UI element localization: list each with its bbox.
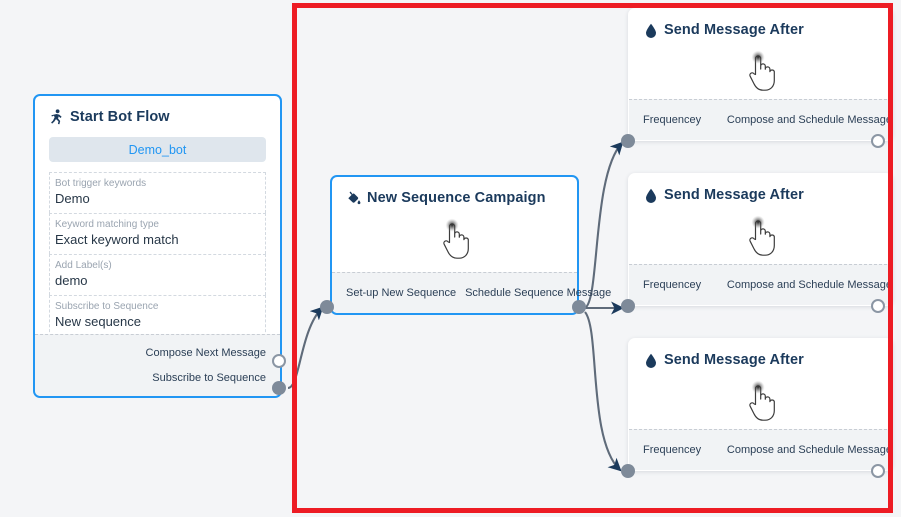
hand-cursor-icon — [748, 380, 775, 421]
hand-cursor-icon — [748, 50, 775, 91]
field-add-labels[interactable]: Add Label(s) demo — [49, 254, 266, 295]
running-person-icon — [49, 109, 64, 125]
field-value: Exact keyword match — [55, 232, 179, 247]
port-label-frequencey: Frequencey — [643, 443, 702, 456]
node-send-message-after-2[interactable]: Send Message After Frequencey Compose an… — [628, 173, 893, 306]
edge-schedule-to-send-3 — [584, 311, 622, 472]
port-label-frequencey: Frequencey — [643, 113, 702, 126]
field-label: Keyword matching type — [55, 219, 159, 230]
output-row-subscribe-to-sequence: Subscribe to Sequence — [35, 366, 280, 391]
node-send-message-after-1[interactable]: Send Message After Frequencey Compose an… — [628, 8, 893, 141]
port-in-frequencey-3[interactable] — [621, 464, 635, 478]
port-out-subscribe-to-sequence[interactable] — [272, 381, 286, 395]
field-label: Add Label(s) — [55, 260, 112, 271]
field-label: Bot trigger keywords — [55, 178, 147, 189]
node-start-bot-flow[interactable]: Start Bot Flow Demo_bot Bot trigger keyw… — [33, 94, 282, 398]
port-out-compose-and-schedule-message-1[interactable] — [871, 134, 885, 148]
field-keyword-matching-type[interactable]: Keyword matching type Exact keyword matc… — [49, 213, 266, 254]
field-value: demo — [55, 273, 88, 288]
node-body — [629, 368, 892, 434]
port-label-frequencey: Frequencey — [643, 278, 702, 291]
hand-cursor-icon — [748, 215, 775, 256]
node-header: New Sequence Campaign — [332, 177, 577, 206]
node-title: Start Bot Flow — [70, 109, 170, 125]
port-label-compose-and-schedule-message: Compose and Schedule Message — [726, 113, 892, 126]
node-body — [629, 203, 892, 269]
bot-chip[interactable]: Demo_bot — [49, 137, 266, 162]
node-title: Send Message After — [664, 352, 804, 368]
port-label: Compose Next Message — [145, 347, 266, 359]
water-drop-icon — [643, 22, 658, 38]
field-value: Demo — [55, 191, 90, 206]
port-in-setup-new-sequence[interactable] — [320, 300, 334, 314]
port-out-schedule-sequence-message[interactable] — [572, 300, 586, 314]
hand-cursor-icon — [442, 218, 469, 259]
node-footer: Frequencey Compose and Schedule Message — [629, 264, 892, 305]
port-label-compose-and-schedule-message: Compose and Schedule Message — [726, 443, 892, 456]
field-bot-trigger-keywords[interactable]: Bot trigger keywords Demo — [49, 172, 266, 213]
node-body — [629, 38, 892, 104]
field-list: Bot trigger keywords Demo Keyword matchi… — [49, 172, 266, 337]
port-label: Subscribe to Sequence — [152, 372, 266, 384]
node-title: Send Message After — [664, 22, 804, 38]
node-footer: Compose Next Message Subscribe to Sequen… — [35, 334, 280, 396]
port-out-compose-next-message[interactable] — [272, 354, 286, 368]
port-in-frequencey-2[interactable] — [621, 299, 635, 313]
edge-subscribe-to-setup — [287, 306, 324, 390]
water-drop-icon — [643, 187, 658, 203]
node-body — [332, 206, 577, 272]
node-new-sequence-campaign[interactable]: New Sequence Campaign Set-up New Sequenc… — [330, 175, 611, 315]
bot-chip-label: Demo_bot — [128, 142, 187, 157]
port-label-setup-new-sequence: Set-up New Sequence — [346, 286, 457, 299]
node-header: Start Bot Flow — [35, 96, 280, 125]
output-row-compose-next-message: Compose Next Message — [35, 341, 280, 366]
port-out-compose-and-schedule-message-3[interactable] — [871, 464, 885, 478]
node-footer: Frequencey Compose and Schedule Message — [629, 429, 892, 470]
field-value: New sequence — [55, 314, 141, 329]
node-title: New Sequence Campaign — [367, 190, 546, 206]
port-label-schedule-sequence-message: Schedule Sequence Message — [465, 286, 612, 299]
port-label-compose-and-schedule-message: Compose and Schedule Message — [726, 278, 892, 291]
edge-schedule-to-send-1 — [584, 141, 624, 309]
node-footer: Set-up New Sequence Schedule Sequence Me… — [332, 272, 611, 313]
field-label: Subscribe to Sequence — [55, 301, 159, 312]
port-in-frequencey-1[interactable] — [621, 134, 635, 148]
paint-bucket-icon — [346, 190, 361, 206]
node-header: Send Message After — [629, 9, 892, 38]
port-out-compose-and-schedule-message-2[interactable] — [871, 299, 885, 313]
node-header: Send Message After — [629, 174, 892, 203]
node-title: Send Message After — [664, 187, 804, 203]
node-header: Send Message After — [629, 339, 892, 368]
node-send-message-after-3[interactable]: Send Message After Frequencey Compose an… — [628, 338, 893, 471]
node-footer: Frequencey Compose and Schedule Message — [629, 99, 892, 140]
field-subscribe-to-sequence[interactable]: Subscribe to Sequence New sequence — [49, 295, 266, 337]
water-drop-icon — [643, 352, 658, 368]
